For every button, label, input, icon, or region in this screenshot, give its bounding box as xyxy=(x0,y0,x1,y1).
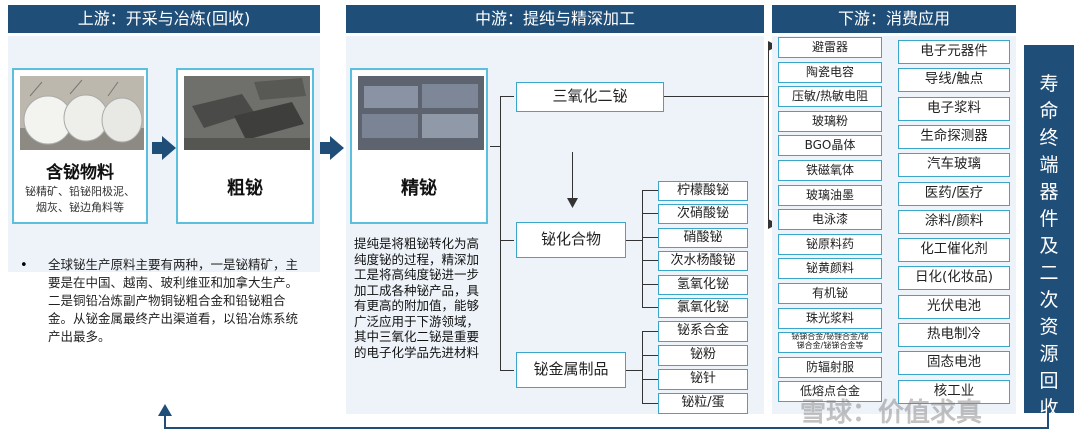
connector xyxy=(500,370,514,371)
application-item: 有机铋 xyxy=(778,283,882,304)
connector xyxy=(642,403,658,404)
application-item: 电泳漆 xyxy=(778,209,882,231)
connector xyxy=(642,331,643,403)
metal-item: 铋针 xyxy=(658,369,748,390)
connector xyxy=(664,96,768,97)
connector xyxy=(642,355,658,356)
recycling-side-text: 寿命终端器件及二次资源回收 xyxy=(1039,73,1059,419)
application-item: 低熔点合金 xyxy=(778,381,882,403)
connector xyxy=(768,46,769,224)
connector xyxy=(642,260,658,262)
recycling-side-label: 寿命终端器件及二次资源回收 xyxy=(1024,45,1074,419)
compound-item: 氢氧化铋 xyxy=(658,274,748,295)
refined-bismuth-photo xyxy=(358,76,484,150)
crude-bismuth-photo xyxy=(184,76,310,150)
application-field-item: 电子浆料 xyxy=(898,96,1010,121)
refined-title: 精铋 xyxy=(401,178,437,199)
application-field-item: 汽车玻璃 xyxy=(898,153,1010,178)
midstream-description: 提纯是将粗铋转化为高纯度铋的过程，精深加工是将高纯度铋进一步加工成各种铋产品，具… xyxy=(354,236,480,360)
compound-item: 次硝酸铋 xyxy=(658,204,748,225)
connector xyxy=(642,190,643,307)
compound-item: 硝酸铋 xyxy=(658,227,748,248)
trioxide-box: 三氧化二铋 xyxy=(516,82,664,112)
upstream-header: 上游：开采与冶炼(回收) xyxy=(8,5,320,33)
connector xyxy=(500,96,501,371)
application-field-item: 涂料/颜料 xyxy=(898,209,1010,234)
application-field-item: 生命探测器 xyxy=(898,124,1010,149)
application-field-item: 导线/触点 xyxy=(898,68,1010,93)
feedback-loop-arrowhead xyxy=(158,404,172,416)
application-field-item: 医药/医疗 xyxy=(898,181,1010,206)
ore-bags-photo xyxy=(20,76,144,150)
compounds-box: 铋化合物 xyxy=(516,222,626,258)
refined-card: 精铋 xyxy=(350,68,488,224)
down-arrow xyxy=(572,152,573,202)
midstream-header: 中游：提纯与精深加工 xyxy=(346,5,764,33)
flow-arrow-2 xyxy=(320,142,330,154)
ore-title: 含铋物料 xyxy=(46,163,114,183)
application-item: 避雷器 xyxy=(778,37,882,58)
upstream-bullet: • xyxy=(20,258,28,273)
application-item: 压敏/热敏电阻 xyxy=(778,86,882,108)
ore-card: 含铋物料 铋精矿、铅铋阳极泥、 烟灰、铋边角料等 xyxy=(12,68,148,224)
application-field-item: 光伏电池 xyxy=(898,294,1010,319)
application-item: 玻璃油墨 xyxy=(778,184,882,206)
metal-products-box: 铋金属制品 xyxy=(516,352,626,388)
connector xyxy=(500,240,514,241)
application-item: 防辐射服 xyxy=(778,356,882,378)
compound-item: 次水杨酸铋 xyxy=(658,251,748,272)
application-item: 铋锑合金/铋锂合金/铋 锑合金/铋锑合金等 xyxy=(778,332,882,354)
down-arrow-head xyxy=(567,198,578,208)
watermark: 雪球：价值求真 xyxy=(800,398,983,428)
flow-arrow-2-head xyxy=(330,136,344,160)
compound-item: 柠檬酸铋 xyxy=(658,181,748,201)
compound-item: 氯氧化铋 xyxy=(658,298,748,318)
connector xyxy=(642,307,658,308)
application-field-item: 热电制冷 xyxy=(898,323,1010,347)
upstream-description: 全球铋生产原料主要有两种，一是铋精矿，主要是在中国、越南、玻利维亚和加拿大生产。… xyxy=(48,257,299,344)
ore-subtitle: 铋精矿、铅铋阳极泥、 烟灰、铋边角料等 xyxy=(25,185,135,214)
connector xyxy=(642,331,658,332)
application-item: 玻璃粉 xyxy=(778,110,882,132)
application-item: 陶瓷电容 xyxy=(778,61,882,83)
flow-arrow-1 xyxy=(152,142,162,154)
connector xyxy=(642,379,658,380)
application-field-item: 固态电池 xyxy=(898,351,1010,376)
metal-item: 铋粒/蛋 xyxy=(658,393,748,414)
connector xyxy=(642,236,658,238)
crude-title: 粗铋 xyxy=(227,178,263,199)
feedback-loop-line xyxy=(164,413,1049,429)
application-item: 铁磁氧体 xyxy=(778,160,882,181)
connector xyxy=(642,213,658,215)
crude-card: 粗铋 xyxy=(176,68,314,224)
connector xyxy=(626,370,642,371)
application-item: 铋原料药 xyxy=(778,233,882,255)
application-field-item: 化工催化剂 xyxy=(898,238,1010,263)
application-item: 铋黄颜料 xyxy=(778,258,882,280)
flow-arrow-1-head xyxy=(162,136,176,160)
connector xyxy=(642,283,658,285)
application-field-item: 核工业 xyxy=(898,379,1010,404)
connector xyxy=(626,240,642,241)
connector xyxy=(500,96,514,97)
connector xyxy=(490,146,500,147)
application-item: 珠光浆料 xyxy=(778,307,882,329)
application-field-item: 日化(化妆品) xyxy=(898,266,1010,291)
connector xyxy=(642,190,658,191)
metal-item: 铋系合金 xyxy=(658,321,748,342)
downstream-header: 下游：消费应用 xyxy=(772,5,1016,33)
application-field-item: 电子元器件 xyxy=(898,40,1010,64)
metal-item: 铋粉 xyxy=(658,345,748,366)
application-item: BGO晶体 xyxy=(778,135,882,157)
